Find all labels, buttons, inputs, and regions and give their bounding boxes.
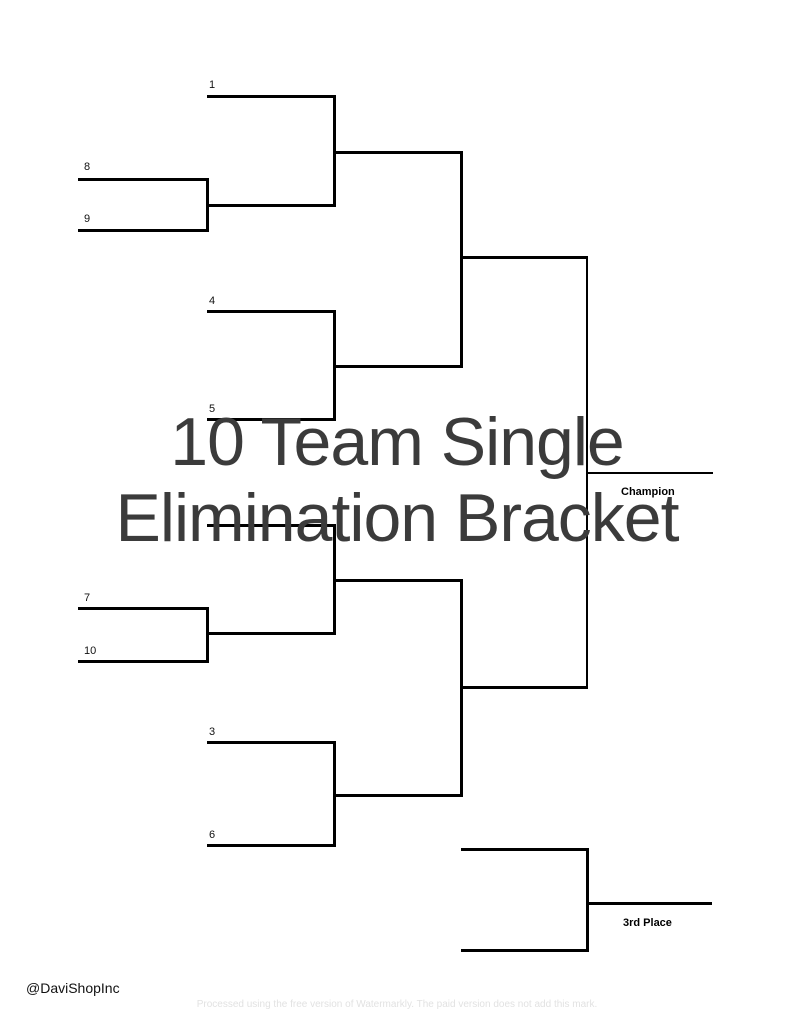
line-seed-4 [207,310,335,313]
line-seed-10 [78,660,209,663]
line-seed-7 [78,607,209,610]
champion-label: Champion [621,486,675,498]
bracket-title-overlay: 10 Team Single Elimination Bracket [115,404,679,557]
seed-label-10: 10 [84,645,97,657]
line-r2-top-upper [334,151,462,154]
line-playin-top-winner [207,204,335,207]
line-seed-8 [78,178,209,181]
line-r2-top-lower [334,365,462,368]
line-seed-1 [207,95,335,98]
seed-label-9: 9 [84,213,91,225]
line-champion [587,472,713,474]
seed-label-3: 3 [209,726,216,738]
seed-label-4: 4 [209,295,216,307]
shop-handle: @DaviShopInc [26,980,120,996]
line-final-bottom [461,686,588,689]
line-seed-3 [207,741,335,744]
line-third-place-lower [461,949,589,952]
seed-label-7: 7 [84,592,91,604]
seed-label-6: 6 [209,829,216,841]
seed-label-8: 8 [84,161,91,173]
watermark-note: Processed using the free version of Wate… [196,999,598,1010]
third-place-label: 3rd Place [623,917,672,929]
line-seed-6 [207,844,335,847]
line-r1-q3-upper [207,524,335,527]
seed-label-5: 5 [209,403,216,415]
connector-playin-bottom [206,607,209,663]
line-seed-5 [207,418,335,421]
line-r2-bottom-lower [334,794,462,797]
line-seed-9 [78,229,209,232]
seed-label-1: 1 [209,79,216,91]
line-final-top [461,256,588,259]
line-playin-bottom-winner [207,632,335,635]
connector-third-place [586,848,589,952]
line-third-place-winner [587,902,712,905]
connector-r2-top [460,151,463,368]
line-third-place-upper [461,848,589,851]
line-r2-bottom-upper [334,579,462,582]
